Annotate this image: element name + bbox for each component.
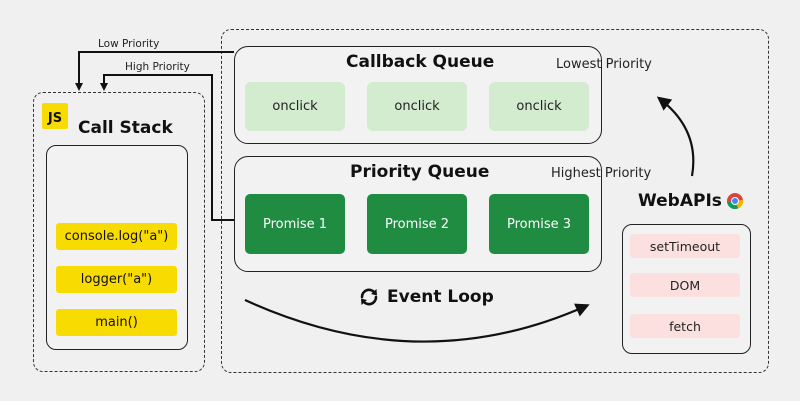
priority-queue-title: Priority Queue [350,162,490,182]
promise-item: Promise 3 [489,194,589,254]
stack-frame: main() [56,309,177,336]
low-priority-label: Low Priority [98,38,160,50]
event-loop-label-group: Event Loop [358,284,494,310]
callback-item: onclick [489,82,589,131]
high-priority-label: High Priority [125,61,190,73]
event-loop-title: Event Loop [387,287,494,307]
callback-queue-priority: Lowest Priority [556,57,652,72]
priority-queue-priority: Highest Priority [551,166,652,181]
webapi-item: setTimeout [630,234,740,258]
promise-item: Promise 1 [245,194,345,254]
js-badge-label: JS [47,111,63,126]
promise-item: Promise 2 [367,194,467,254]
webapis-header: WebAPIs [638,191,744,211]
callback-item: onclick [367,82,467,131]
callback-queue-title: Callback Queue [346,52,495,72]
webapi-item: DOM [630,273,740,297]
js-badge: JS [42,103,68,129]
stack-frame: console.log("a") [56,223,177,250]
call-stack-title: Call Stack [78,118,173,138]
webapi-item: fetch [630,314,740,338]
refresh-icon [358,286,380,308]
chrome-icon [726,192,744,210]
callback-item: onclick [245,82,345,131]
webapis-title: WebAPIs [638,191,722,211]
stack-frame: logger("a") [56,266,177,293]
